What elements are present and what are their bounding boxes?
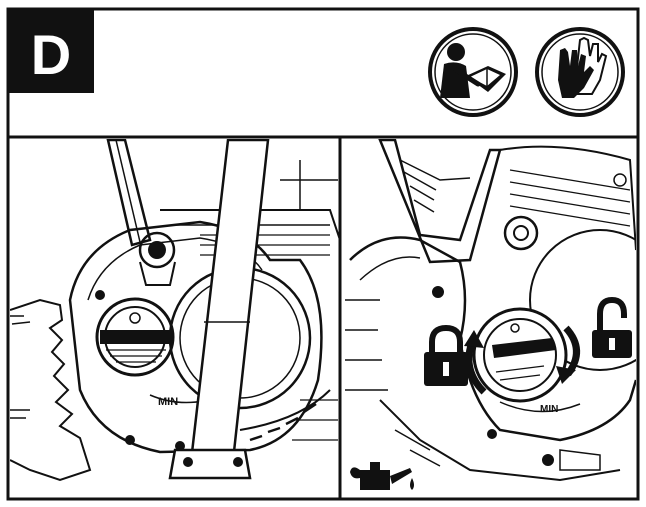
left-panel-illustration: MIN (10, 139, 339, 482)
oil-can-icon (350, 462, 414, 490)
step-badge: D (8, 9, 94, 93)
wear-gloves-icon (535, 27, 625, 117)
lock-closed-icon (424, 324, 468, 386)
outer-frame (6, 7, 640, 501)
lock-open-icon (592, 296, 632, 358)
cap-min-label-right: MIN (540, 404, 558, 415)
read-manual-icon (428, 27, 518, 117)
step-letter: D (31, 23, 71, 86)
